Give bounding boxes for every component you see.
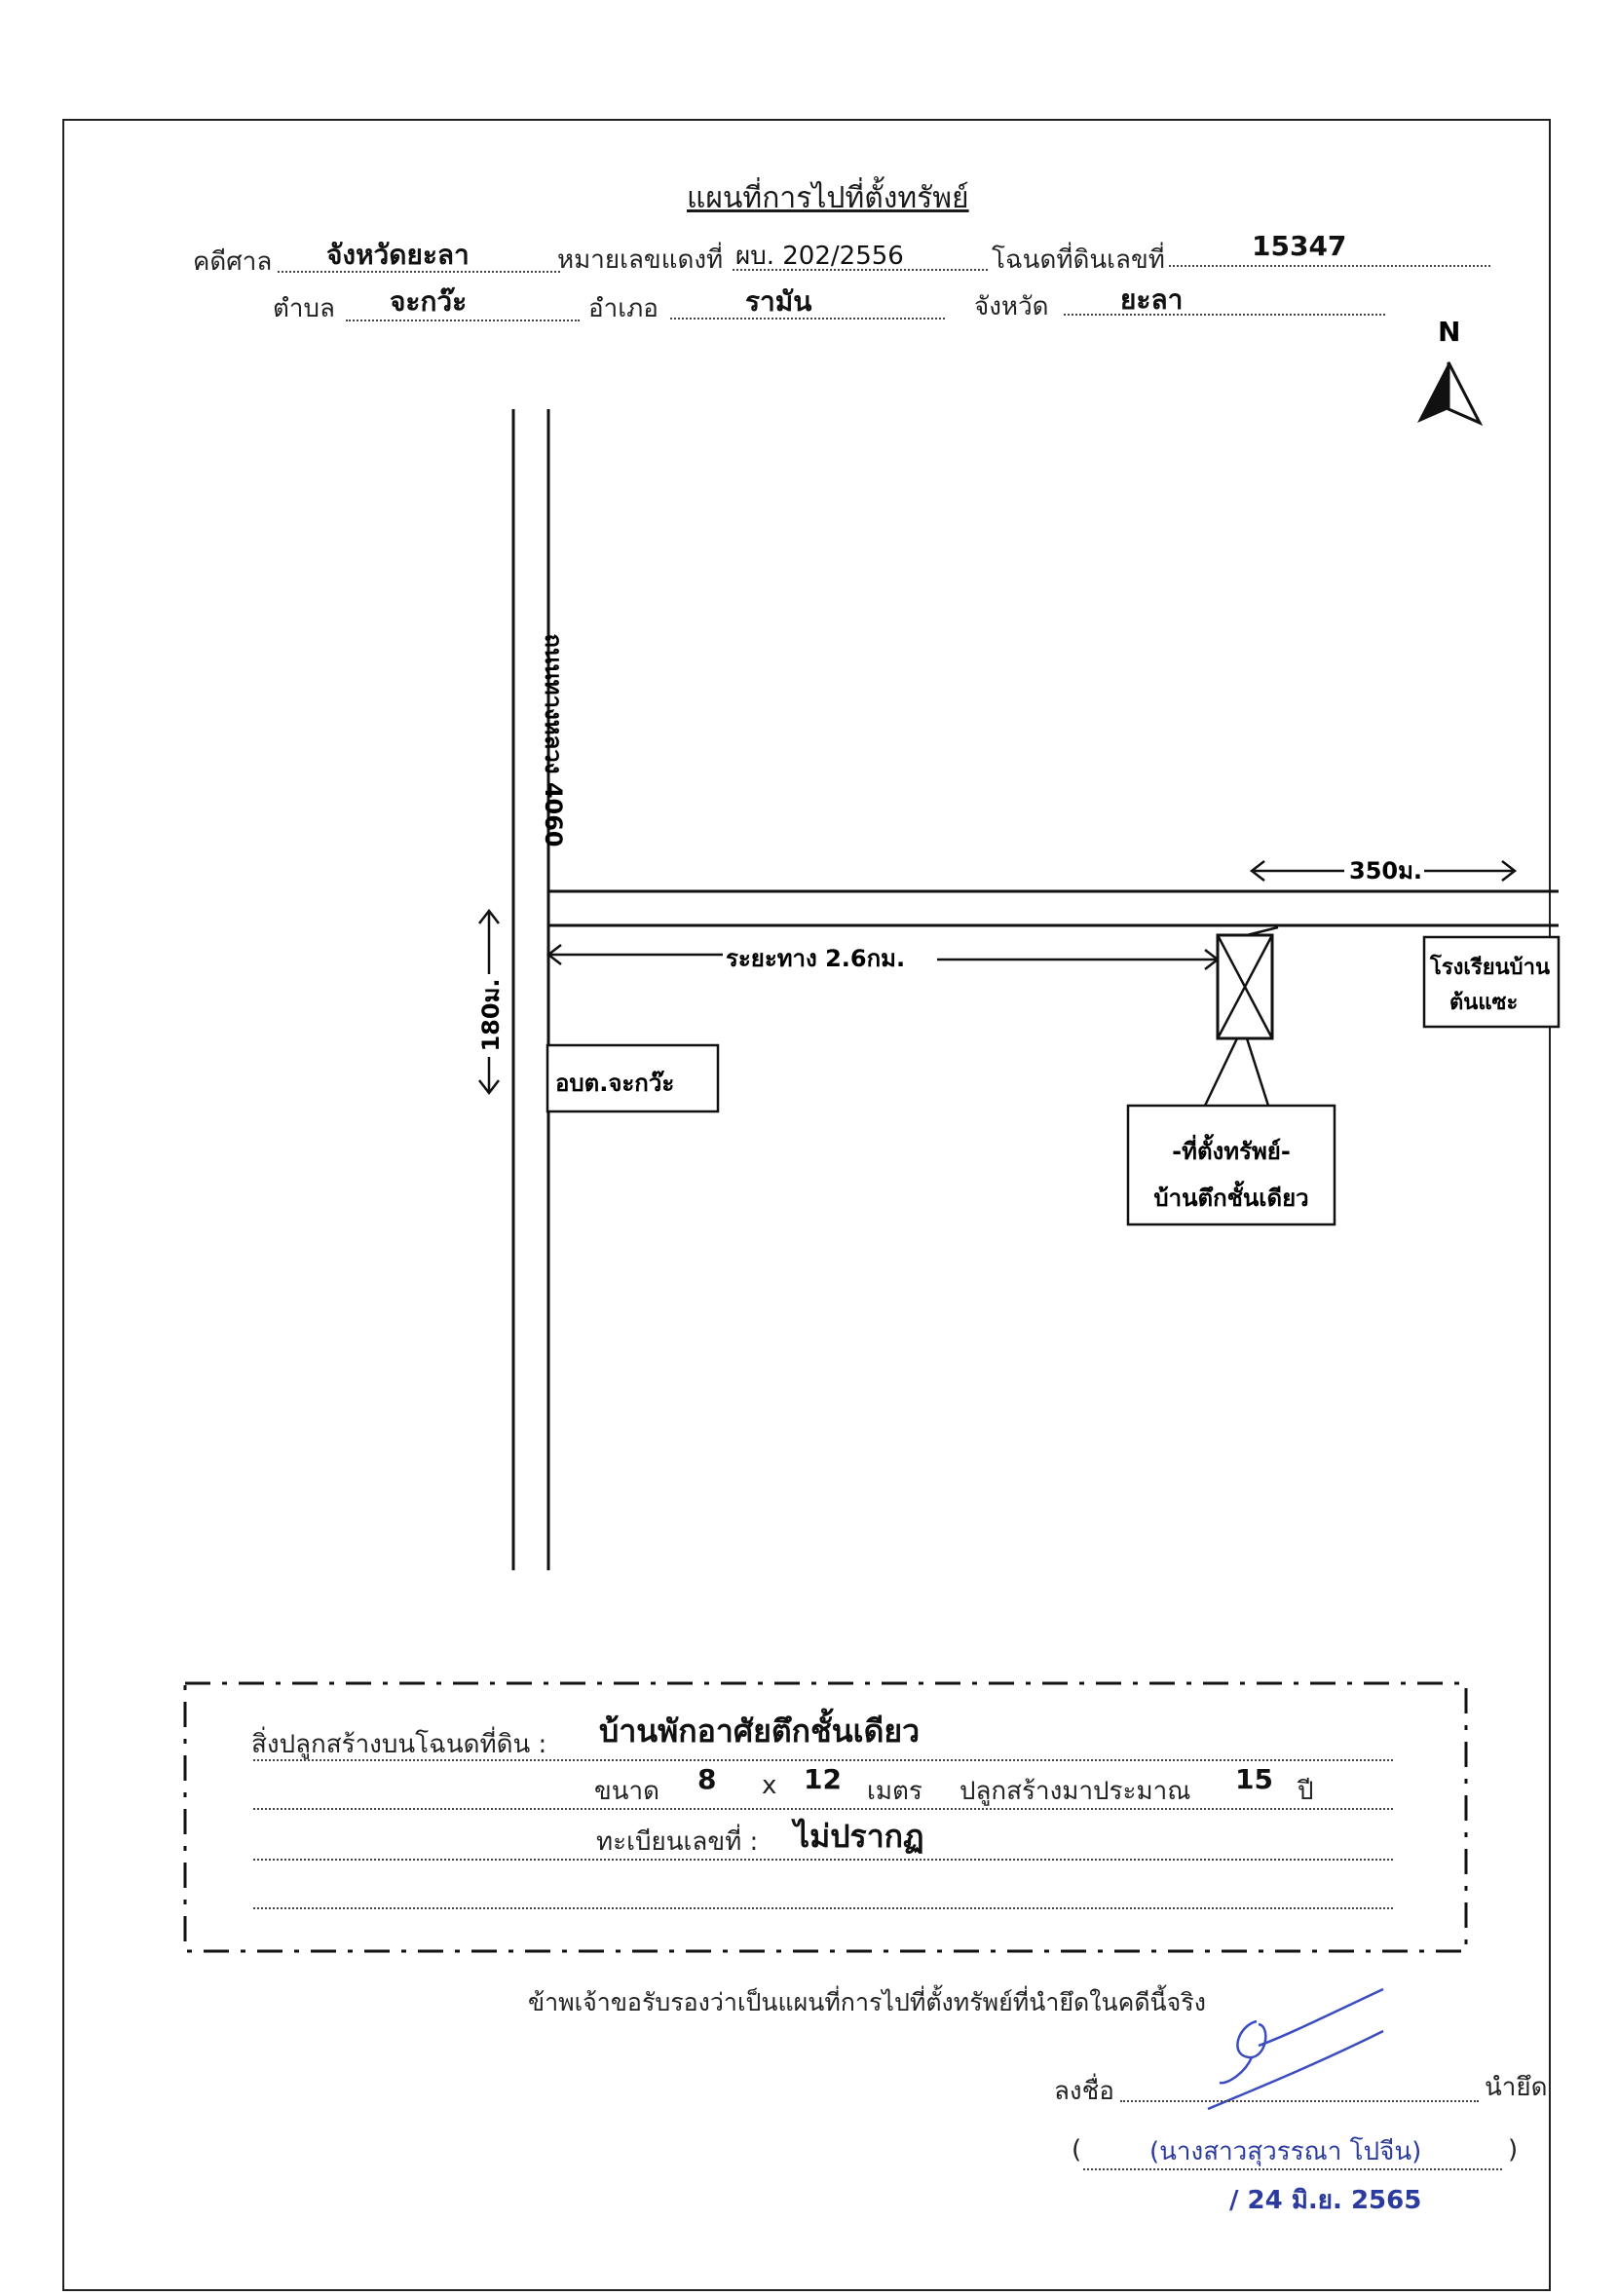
page-title: แผนที่การไปที่ตั้งทรัพย์ [687, 181, 969, 215]
highway-label: ถนนทางหลวง 4060 [540, 633, 567, 847]
built-years: 15 [1235, 1763, 1273, 1795]
north-arrow-icon [1417, 361, 1484, 427]
size-dotline [253, 1808, 1393, 1810]
province-dotline [1064, 314, 1385, 316]
property-box [1126, 1104, 1336, 1226]
deed-dotline [1169, 265, 1490, 267]
property-marker-icon [1203, 925, 1279, 1107]
registration-dotline [253, 1859, 1393, 1861]
district-value: รามัน [745, 285, 812, 318]
court-label: คดีศาล [193, 247, 273, 277]
distance-180-label: 180ม. [477, 978, 505, 1051]
structure-value: บ้านพักอาศัยตึกชั้นเดียว [599, 1713, 921, 1750]
close-paren: ) [1508, 2135, 1519, 2164]
sign-label: ลงชื่อ [1054, 2077, 1114, 2106]
distance-350-label: 350ม. [1349, 857, 1422, 885]
district-dotline [670, 318, 945, 320]
open-paren: ( [1072, 2135, 1082, 2164]
school-box [1422, 935, 1561, 1029]
built-label: ปลูกสร้างมาประมาณ [960, 1777, 1191, 1806]
blank-dotline [253, 1907, 1393, 1909]
court-value: จังหวัดยะลา [326, 239, 470, 271]
certification-statement: ข้าพเจ้าขอรับรองว่าเป็นแผนที่การไปที่ตั้… [528, 1988, 1206, 2016]
district-label: อำเภอ [588, 294, 658, 323]
province-label: จังหวัด [974, 292, 1049, 321]
role-label: นำยึด [1485, 2073, 1548, 2102]
red-no-dotline [733, 269, 988, 271]
building-info-box [183, 1681, 1468, 1953]
structure-dotline [253, 1759, 1393, 1761]
school-label-line1: โรงเรียนบ้าน [1429, 954, 1550, 980]
north-label: N [1438, 316, 1460, 348]
court-dotline [278, 271, 560, 273]
registration-value: ไม่ปรากฏ [794, 1818, 924, 1855]
registration-label: ทะเบียนเลขที่ : [596, 1827, 759, 1857]
red-no-label: หมายเลขแดงที่ [557, 245, 724, 275]
deed-label: โฉนดที่ดินเลขที่ [992, 245, 1165, 275]
sao-box [546, 1043, 720, 1113]
signer-name: (นางสาวสุวรรณา โปจีน) [1149, 2137, 1422, 2166]
signature-date: / 24 มิ.ย. 2565 [1229, 2186, 1422, 2215]
signature-icon [1207, 1987, 1384, 2111]
size-width: 8 [697, 1763, 717, 1795]
year-unit: ปี [1298, 1777, 1314, 1806]
name-dotline [1083, 2168, 1502, 2170]
size-unit: เมตร [867, 1777, 922, 1806]
sao-label: อบต.จะกว๊ะ [555, 1070, 674, 1097]
property-label-line1: -ที่ตั้งทรัพย์- [1172, 1133, 1291, 1165]
subdistrict-dotline [346, 320, 580, 321]
school-label-line2: ต้นแซะ [1449, 991, 1518, 1015]
size-x: x [762, 1771, 777, 1800]
page-border [62, 119, 1551, 2291]
subdistrict-value: จะกว๊ะ [390, 285, 468, 318]
distance-180-arrow [478, 908, 500, 1096]
size-height: 12 [804, 1763, 842, 1795]
province-value: ยะลา [1120, 283, 1184, 316]
distance-350-arrow [1249, 860, 1518, 882]
structure-label: สิ่งปลูกสร้างบนโฉนดที่ดิน : [251, 1730, 547, 1759]
red-no-value: ผบ. 202/2556 [735, 242, 904, 271]
deed-value: 15347 [1252, 230, 1347, 262]
size-label: ขนาด [594, 1777, 660, 1806]
subdistrict-label: ตำบล [273, 294, 335, 323]
signature-dotline [1120, 2100, 1479, 2102]
distance-2-6km-label: ระยะทาง 2.6กม. [726, 945, 905, 972]
property-label-line2: บ้านตึกชั้นเดียว [1153, 1180, 1308, 1212]
